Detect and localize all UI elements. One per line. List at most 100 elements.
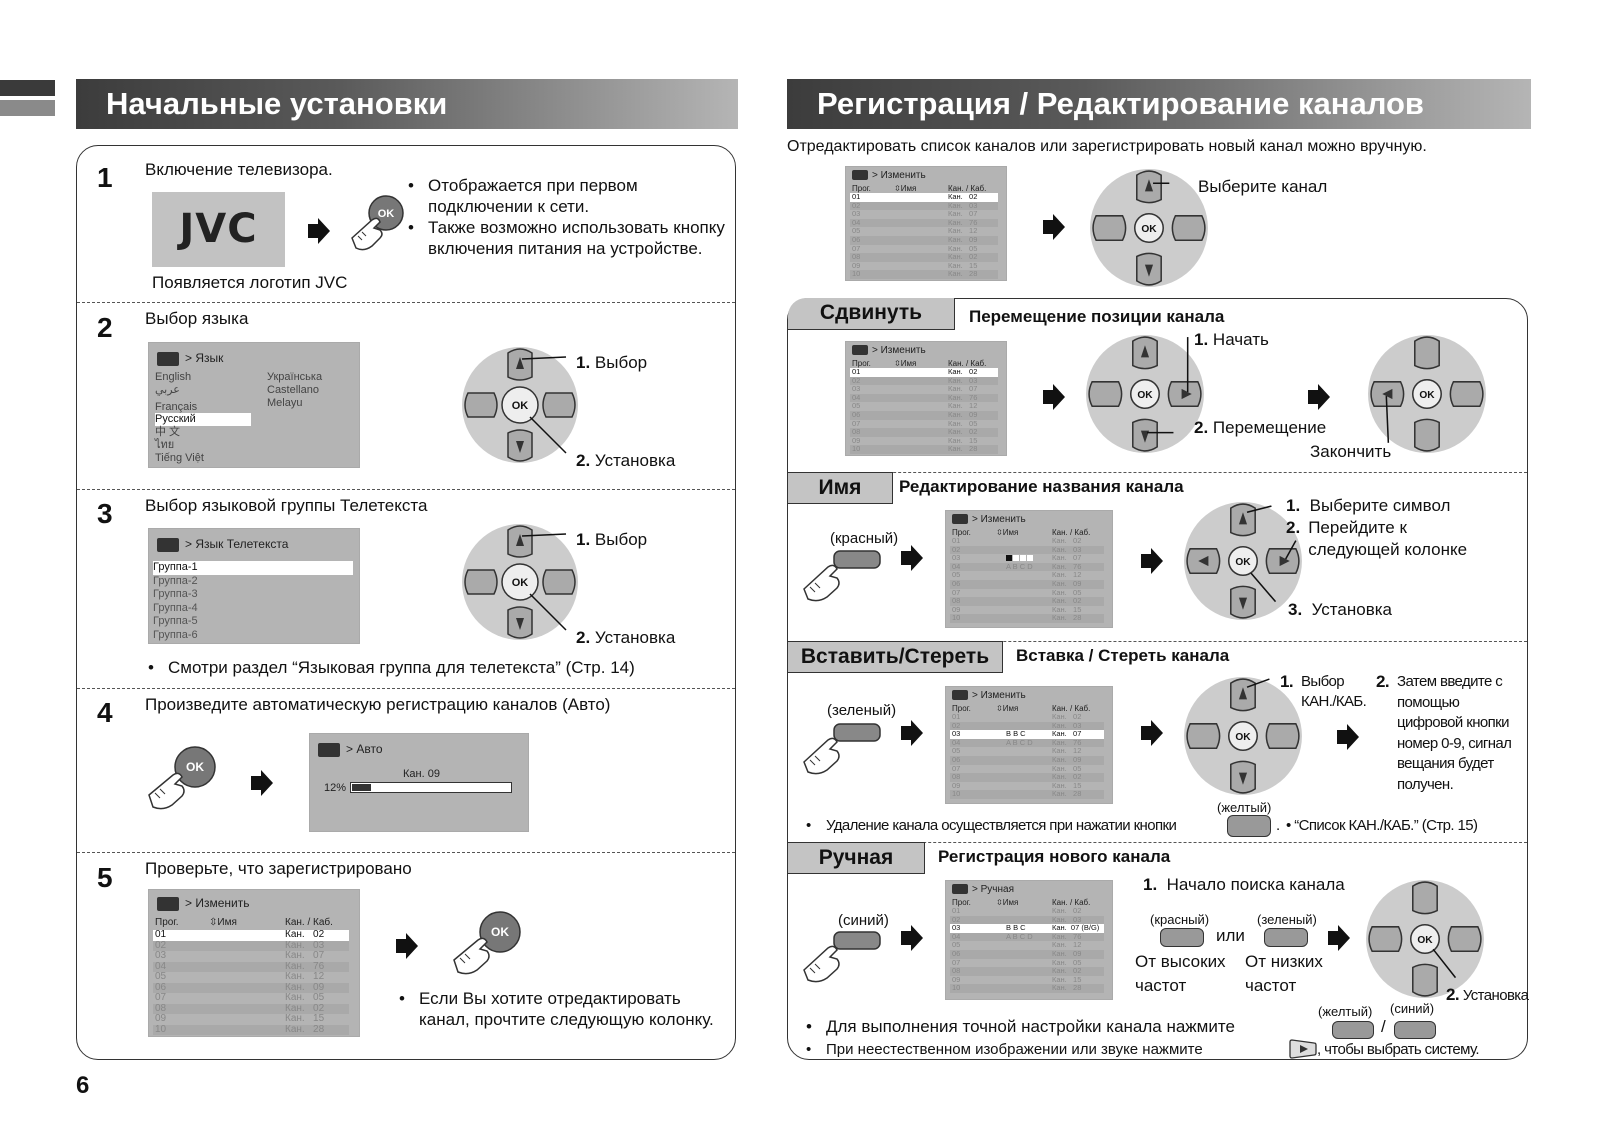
callout: 1. Выбор: [576, 353, 647, 373]
language-item[interactable]: Tiếng Việt: [155, 451, 204, 464]
group-item[interactable]: Группа-6: [153, 628, 198, 641]
group-item-selected[interactable]: Группа-1: [153, 561, 353, 575]
arrow-right-icon: [900, 925, 924, 956]
section-title: Редактирование названия канала: [899, 477, 1184, 496]
remote-dpad-icon: OK: [1368, 333, 1488, 460]
prog-cell: 01: [952, 712, 961, 721]
group-item[interactable]: Группа-5: [153, 615, 198, 627]
prog-cell: 05: [952, 570, 961, 580]
callout-number: 2.: [1446, 985, 1460, 1004]
play-button-icon: [1288, 1039, 1318, 1064]
callout: 2. Установка: [576, 451, 675, 471]
callout-label: Выберите символ: [1309, 496, 1451, 515]
callout-label: Установка: [1462, 987, 1529, 1004]
blue-button: [1394, 1021, 1436, 1039]
channel-cell: Кан. 02: [948, 427, 978, 437]
channel-cell: Кан. 03: [1052, 914, 1082, 924]
prog-cell: 07: [952, 587, 961, 597]
char-box: [1027, 555, 1033, 562]
language-item[interactable]: 中 文: [155, 426, 181, 439]
language-item[interactable]: ไทย: [155, 438, 175, 451]
group-item[interactable]: Группа-2: [153, 574, 198, 587]
char-box: [1006, 555, 1012, 562]
prog-cell: 03: [952, 729, 961, 739]
channel-cell: Кан. 05: [948, 418, 978, 428]
language-item[interactable]: Français: [155, 400, 198, 413]
tv-icon: [852, 345, 868, 356]
svg-text:OK: OK: [1417, 935, 1433, 946]
language-item[interactable]: Castellano: [267, 383, 319, 396]
channel-cell: Кан. 05: [1052, 957, 1082, 967]
svg-text:OK: OK: [1137, 390, 1153, 401]
step-number: 4: [97, 697, 113, 728]
arrow-right-icon: [1336, 724, 1360, 755]
language-item-selected[interactable]: Русский: [155, 413, 251, 427]
name-cell: A B C D: [1006, 931, 1033, 941]
arrow-right-icon: [900, 545, 924, 576]
separator: /: [1381, 1017, 1386, 1036]
osd-title: > Язык: [185, 351, 224, 365]
callout-number: 3.: [1288, 600, 1303, 619]
callout: 1.Выбор КАН./КАБ.: [1280, 672, 1371, 712]
channel-cell: Кан. 03: [1052, 544, 1082, 554]
arrow-right-icon: [1042, 384, 1066, 415]
prog-cell: 03: [952, 553, 961, 563]
callout-label: Установка: [594, 451, 676, 470]
progress-fill: [352, 784, 371, 791]
note: Если Вы хотите отредактировать канал, пр…: [399, 988, 729, 1030]
callout-number: 2.: [576, 451, 591, 470]
tv-icon: [157, 351, 179, 366]
prog-cell: 03: [952, 923, 961, 933]
language-item[interactable]: Melayu: [267, 396, 303, 409]
channel-cell: Кан. 02: [948, 367, 978, 376]
tab-insert-delete: Вставить/Стереть: [788, 641, 1003, 673]
step-number: 2: [97, 312, 113, 343]
language-item[interactable]: English: [155, 371, 192, 383]
channel-cell: Кан. 09: [1052, 579, 1082, 588]
svg-text:OK: OK: [1235, 732, 1251, 743]
language-item[interactable]: عربي: [155, 383, 180, 396]
prog-cell: 04: [155, 960, 167, 972]
callout: 2. Перемещение: [1194, 418, 1326, 438]
page-number: 6: [76, 1072, 90, 1099]
channel-cell: Кан. 09: [285, 981, 325, 993]
ok-button-hand-icon: OK: [145, 745, 217, 816]
language-item[interactable]: Українська: [267, 371, 323, 383]
remote-dpad-icon: OK: [1184, 675, 1304, 802]
prog-cell: 04: [952, 931, 961, 941]
callout-label: Выбор: [594, 353, 648, 372]
group-item[interactable]: Группа-3: [153, 588, 198, 600]
tv-icon: [157, 896, 179, 911]
remote-dpad-icon: OK: [1366, 878, 1486, 1005]
prog-cell: 06: [852, 235, 861, 244]
channel-cell: Кан. 02: [285, 929, 325, 940]
column-header-name: ⇳Имя: [894, 184, 917, 193]
channel-cell: Кан. 76: [948, 217, 978, 227]
column-header-name: ⇳Имя: [894, 359, 917, 368]
osd-title-text: > Изменить: [972, 514, 1026, 525]
char-box: [1020, 555, 1026, 562]
scan-channel: Кан. 09: [403, 768, 440, 780]
prog-cell: 10: [952, 983, 961, 993]
svg-text:OK: OK: [512, 400, 529, 412]
channel-cell: Кан. 02: [948, 192, 978, 201]
prog-cell: 09: [952, 780, 961, 790]
prog-cell: 09: [155, 1013, 167, 1024]
step-number: 1: [97, 162, 113, 193]
low-frequency-label: От низких частот: [1245, 952, 1323, 995]
group-item[interactable]: Группа-4: [153, 601, 198, 614]
channel-cell: Кан. 02: [1052, 712, 1082, 721]
prog-cell: 10: [155, 1023, 167, 1035]
